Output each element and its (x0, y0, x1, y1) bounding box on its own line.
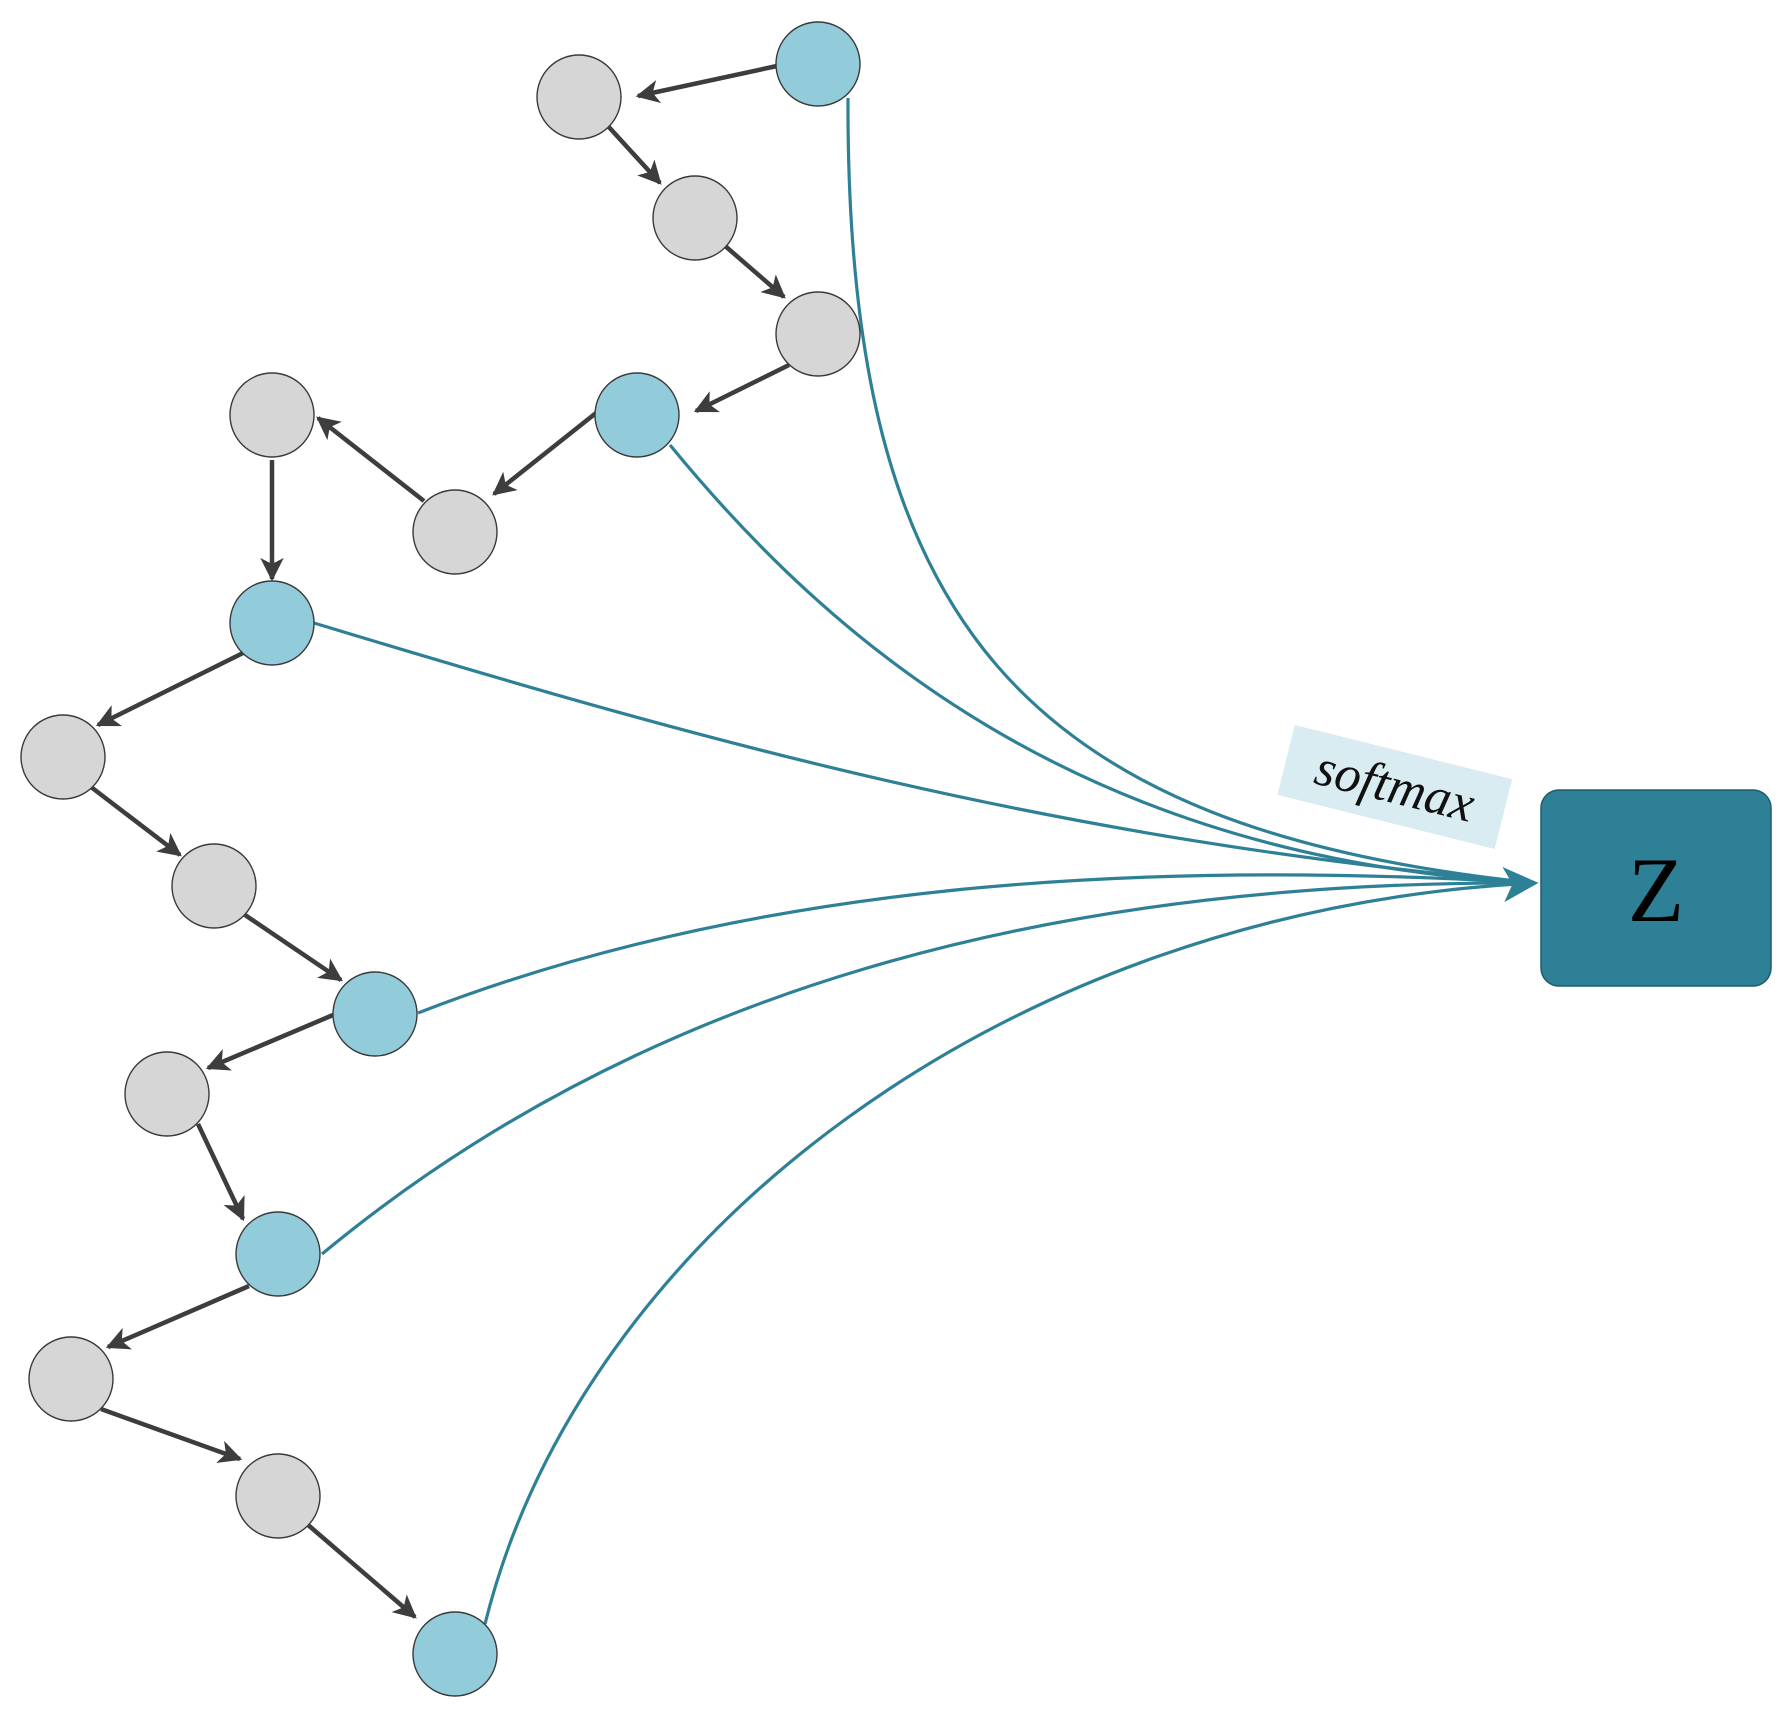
sampled-node (594, 372, 680, 458)
walk-node (652, 175, 738, 261)
output-label: Z (1628, 839, 1684, 941)
sampled-node (235, 1211, 321, 1297)
output-node: Z (1540, 789, 1772, 987)
output-box (1540, 789, 1772, 987)
aggregation-edge (417, 873, 1536, 1015)
walk-edge (195, 1123, 246, 1222)
walk-node (536, 54, 622, 140)
walk-node (235, 1453, 321, 1539)
walk-edge (205, 1012, 334, 1071)
walk-edge (693, 362, 790, 414)
walk-node (412, 489, 498, 575)
walk-edge (95, 650, 245, 728)
walk-node (28, 1336, 114, 1422)
aggregation-edge (668, 443, 1536, 885)
walk-node (20, 714, 106, 800)
graph-nodes (20, 21, 861, 1697)
aggregation-edge (846, 97, 1536, 885)
sampled-node (412, 1611, 498, 1697)
aggregation-edges (313, 97, 1539, 1625)
walk-edge (635, 63, 778, 103)
walk-edge (105, 1283, 250, 1350)
walk-node (171, 843, 257, 929)
walk-edge (605, 123, 662, 185)
sampled-node (332, 971, 418, 1057)
softmax-label: softmax (1277, 724, 1513, 849)
walk-edge (243, 913, 343, 982)
walk-node (775, 291, 861, 377)
aggregation-edge (313, 621, 1536, 885)
walk-edge (316, 416, 426, 503)
walk-edge (492, 411, 598, 496)
aggregation-edge (483, 867, 1539, 1625)
walk-node (124, 1051, 210, 1137)
walk-edge (722, 243, 786, 299)
sampled-node (775, 21, 861, 107)
aggregation-edge (320, 881, 1536, 1256)
walk-edge (305, 1522, 417, 1619)
walk-edge (89, 785, 182, 857)
walk-edges (89, 63, 790, 1619)
sampled-node (229, 580, 315, 666)
walk-edge (100, 1406, 243, 1463)
softmax-label-background (1277, 724, 1513, 849)
walk-node (229, 372, 315, 458)
